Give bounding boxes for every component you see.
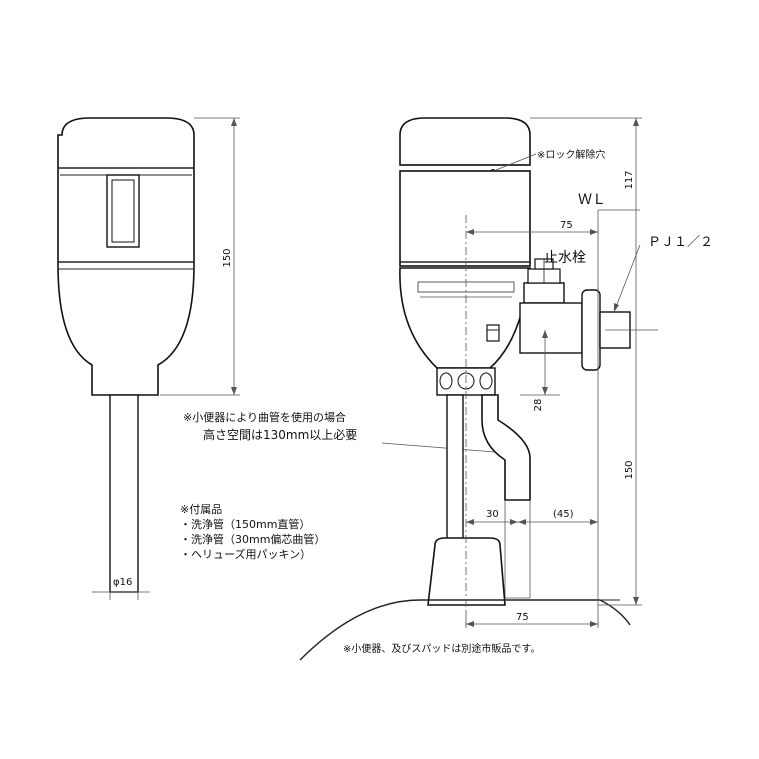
side-view: 117 150 75 28 30 (45) 75 <box>299 117 658 661</box>
lock-release-hole-label: ※ロック解除穴 <box>537 148 605 161</box>
accessory-3: ・ヘリューズ用パッキン） <box>180 547 311 561</box>
front-pipe <box>109 394 139 593</box>
side-pipe <box>446 394 464 554</box>
footnote: ※小便器、及びスパッドは別途市販品です。 <box>343 642 540 655</box>
front-view: 150 φ16 <box>57 117 240 600</box>
dim-75-top: 75 <box>560 220 573 231</box>
accessory-1: ・洗浄管（150mm直管） <box>180 517 310 531</box>
note-bent-pipe-2: 高さ空間は130mm以上必要 <box>203 427 357 442</box>
dim-45: (45) <box>553 509 574 520</box>
offset-bent-pipe <box>481 394 531 501</box>
dim-28: 28 <box>533 399 544 412</box>
wl-label: ＷＬ <box>578 192 606 208</box>
accessory-2: ・洗浄管（30mm偏芯曲管） <box>180 532 325 546</box>
dim-75-bottom: 75 <box>516 612 529 623</box>
dim-150-pipe: 150 <box>624 460 635 479</box>
note-bent-pipe-1: ※小便器により曲管を使用の場合 <box>183 410 346 424</box>
dim-30: 30 <box>486 509 499 520</box>
pj-label: ＰＪ１／２ <box>648 235 713 250</box>
side-view-cap <box>399 117 531 166</box>
wall-flange <box>581 289 601 371</box>
dim-front-height: 150 <box>222 248 233 267</box>
front-view-body <box>57 117 195 396</box>
notes: ※小便器により曲管を使用の場合 高さ空間は130mm以上必要 ※付属品 ・洗浄管… <box>180 410 496 561</box>
stop-valve <box>523 282 565 304</box>
dim-117: 117 <box>624 170 635 189</box>
accessories-title: ※付属品 <box>180 503 222 516</box>
spud-base <box>427 537 506 606</box>
dim-pipe-diameter: φ16 <box>113 577 132 588</box>
stop-valve-label: 止水栓 <box>544 250 586 266</box>
